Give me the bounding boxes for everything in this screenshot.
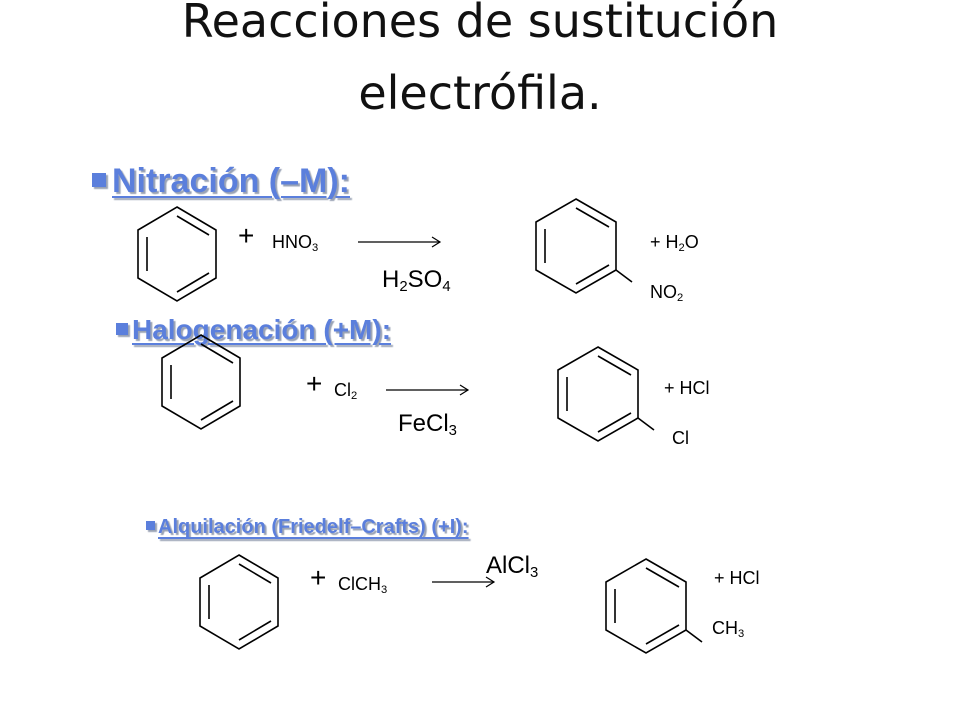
title-line-1: Reacciones de sustitución	[181, 0, 779, 48]
plus-sign: +	[306, 368, 323, 399]
catalyst-alcl3: AlCl3	[486, 552, 539, 582]
reagent-clch3: ClCH3	[338, 574, 388, 597]
bullet-square-icon	[116, 322, 128, 335]
catalyst-fecl3: FeCl3	[398, 410, 457, 440]
benzene-ring-halogenation-reactant	[161, 334, 241, 430]
bullet-square-icon	[92, 173, 106, 188]
substituent-no2: NO2	[650, 282, 684, 305]
heading-nitration: Nitración (–M):	[92, 162, 350, 201]
plus-sign: +	[238, 220, 255, 251]
plus-sign: +	[310, 562, 327, 593]
heading-halogenation: Halogenación (+M):	[116, 314, 391, 346]
benzene-ring-alkylation-product	[605, 558, 703, 654]
heading-nitration-text: Nitración (–M):	[112, 162, 350, 200]
reaction-arrow-icon	[358, 236, 442, 248]
coproduct-hcl: + HCl	[714, 568, 760, 588]
reaction-arrow-icon	[386, 384, 470, 396]
coproduct-water: + H2O	[650, 232, 699, 255]
benzene-ring-nitration-product	[535, 198, 633, 294]
reagent-hno3: HNO3	[272, 232, 319, 255]
bullet-square-icon	[146, 521, 155, 531]
benzene-ring-halogenation-product	[557, 346, 655, 442]
reaction-arrow-icon	[432, 576, 496, 588]
benzene-ring-alkylation-reactant	[199, 554, 279, 650]
substituent-ch3: CH3	[712, 618, 745, 641]
title-line-2: electrófila.	[358, 66, 602, 120]
heading-alkylation: Alquilación (Friedelf–Crafts) (+I):	[146, 516, 469, 539]
benzene-ring-nitration-reactant	[137, 206, 217, 302]
substituent-cl: Cl	[672, 428, 689, 448]
coproduct-hcl: + HCl	[664, 378, 710, 398]
heading-halogenation-text: Halogenación (+M):	[132, 314, 392, 345]
reagent-cl2: Cl2	[334, 380, 358, 403]
catalyst-h2so4: H2SO4	[382, 266, 451, 296]
heading-alkylation-text: Alquilación (Friedelf–Crafts) (+I):	[158, 516, 469, 538]
